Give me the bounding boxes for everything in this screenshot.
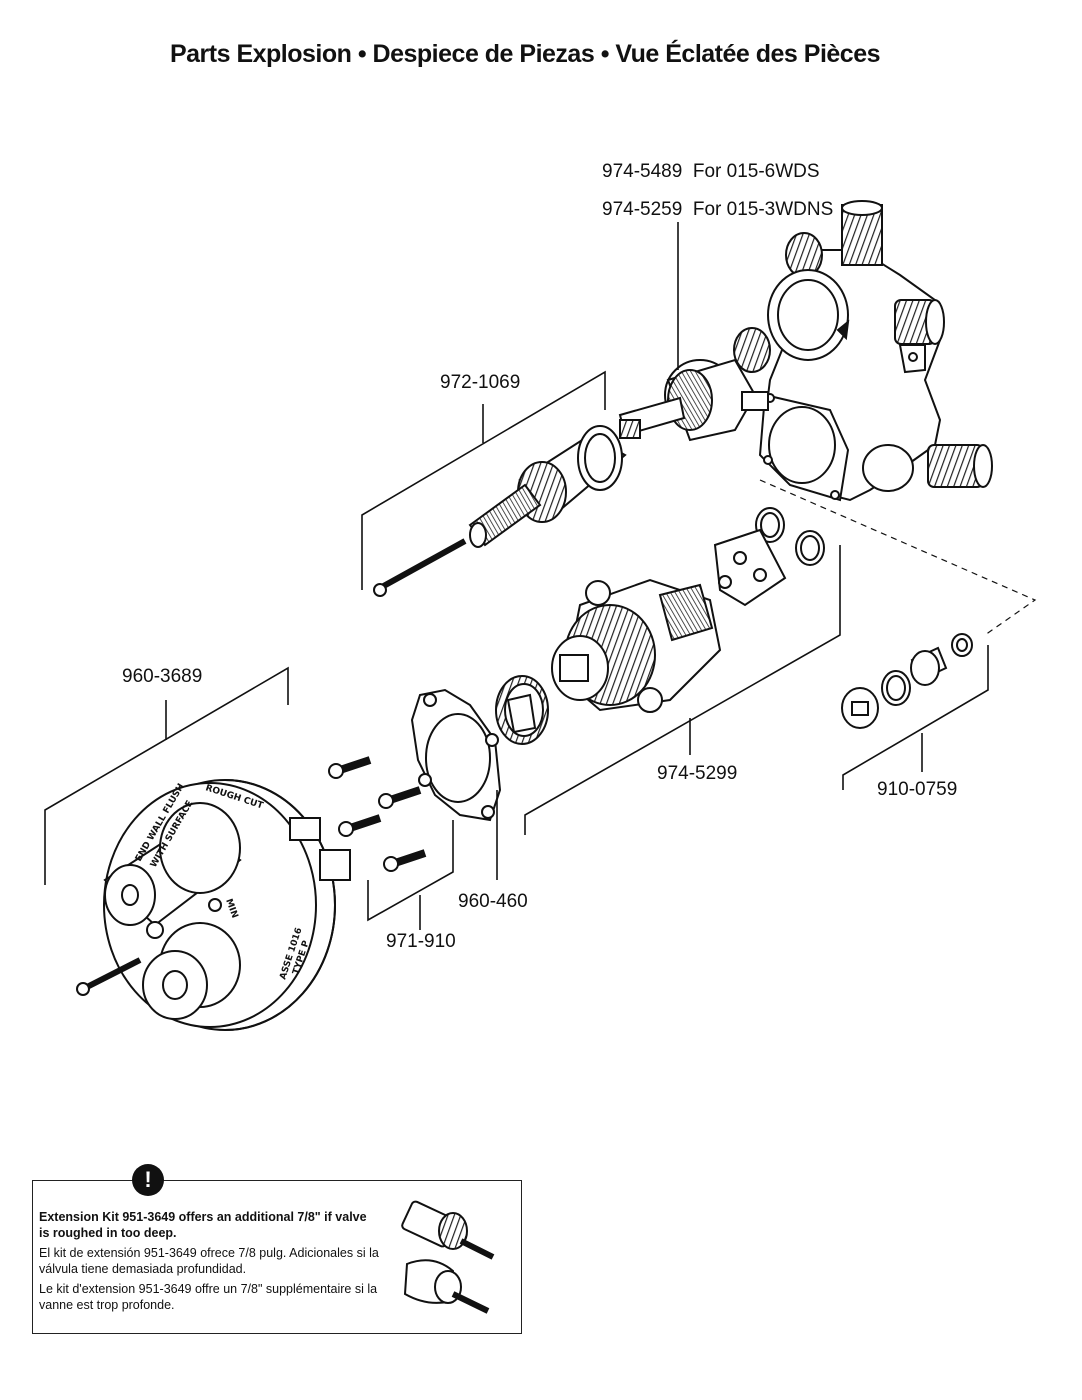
label-trim-plate: 960-3689 [122, 666, 202, 687]
alignment-dashed-line [759, 479, 1037, 636]
notice-text: Extension Kit 951-3649 offers an additio… [39, 1209, 379, 1317]
label-screws: 971-910 [386, 931, 456, 952]
notice-spanish: El kit de extensión 951-3649 ofrece 7/8 … [39, 1246, 379, 1276]
stop-cartridge [618, 358, 769, 442]
trim-plate [76, 779, 351, 1031]
retaining-nut [495, 675, 549, 745]
label-gasket: 960-460 [458, 891, 528, 912]
notice-english: Extension Kit 951-3649 offers an additio… [39, 1210, 367, 1240]
gasket [410, 688, 502, 822]
seat-kit [841, 633, 973, 729]
leader-lines [44, 222, 989, 930]
parts-explosion-diagram: END WALL FLUSH WITH SURFACE ROUGH CUT AS… [44, 161, 1037, 1031]
notice-french: Le kit d'extension 951-3649 offre un 7/8… [39, 1282, 378, 1312]
screws [328, 756, 427, 872]
stem-extension [373, 425, 627, 597]
label-seat-kit: 910-0759 [877, 779, 957, 800]
label-valve-body-b: 974-5259 For 015-3WDNS [602, 199, 833, 220]
label-cartridge: 974-5299 [657, 763, 737, 784]
valve-body [733, 200, 993, 502]
label-valve-body-a: 974-5489 For 015-6WDS [602, 161, 820, 182]
page-title: Parts Explosion • Despiece de Piezas • V… [169, 40, 881, 68]
extension-kit-notice: Extension Kit 951-3649 offers an additio… [32, 1180, 522, 1334]
extension-kit-illustration [401, 1200, 495, 1314]
pressure-cartridge [551, 507, 825, 713]
warning-icon: ! [132, 1164, 164, 1196]
label-stem-extension: 972-1069 [440, 372, 520, 393]
